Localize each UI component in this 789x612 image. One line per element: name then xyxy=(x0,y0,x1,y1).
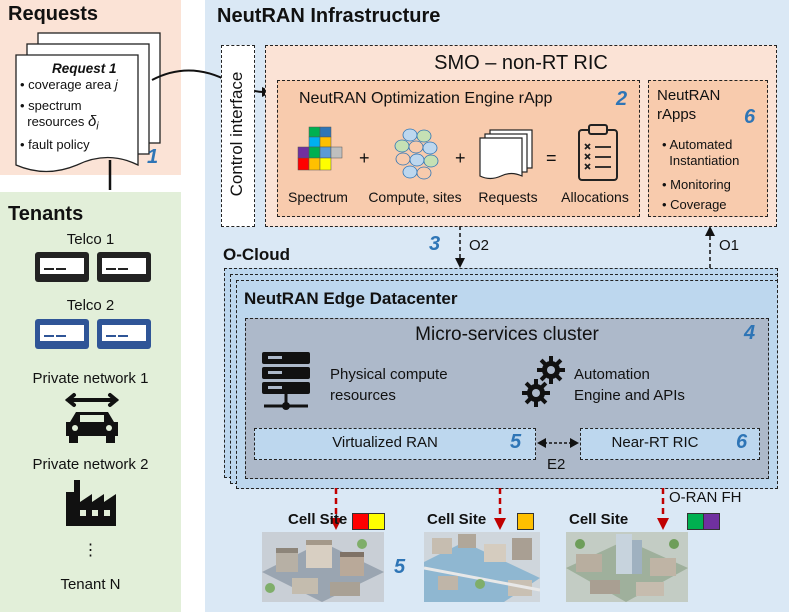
tenant-n: Tenant N xyxy=(60,576,121,593)
factory-icon xyxy=(66,480,116,526)
spectrum-block-orange xyxy=(517,513,534,530)
rapps-item-instantiation: • Automated Instantiation xyxy=(662,137,740,168)
spectrum-block-yellow xyxy=(368,513,385,530)
engine-equals: = xyxy=(546,148,557,168)
spectrum-block-red xyxy=(352,513,369,530)
cell-site-label-2: Cell Site xyxy=(427,511,487,528)
tenant-private-network-2: Private network 2 xyxy=(32,456,149,473)
spectrum-block-purple xyxy=(703,513,720,530)
o2-number: 3 xyxy=(429,233,441,255)
tenants-title: Tenants xyxy=(8,203,84,225)
clipboard-icon xyxy=(578,124,618,181)
requests-number: 1 xyxy=(147,146,159,168)
engine-plus-2: + xyxy=(455,148,466,168)
engine-plus-1: + xyxy=(359,148,370,168)
cluster-number: 4 xyxy=(744,322,756,344)
city-image-2 xyxy=(424,532,540,602)
requests-title: Requests xyxy=(8,3,99,25)
spectrum-block-green xyxy=(687,513,704,530)
cell-site-label-1: Cell Site xyxy=(288,511,348,528)
infrastructure-title: NeutRAN Infrastructure xyxy=(217,5,441,27)
cluster-title: Micro-services cluster xyxy=(415,324,599,345)
request-item-coverage: • coverage area j xyxy=(20,77,118,92)
engine-label-requests: Requests xyxy=(478,189,538,205)
tenant-ellipsis: ⋮ xyxy=(82,542,99,559)
gears-icon xyxy=(522,356,565,407)
vran-label: Virtualized RAN xyxy=(332,434,438,451)
vran-number: 5 xyxy=(510,431,522,453)
rapps-item-monitoring: • Monitoring xyxy=(662,177,731,192)
request-documents xyxy=(15,32,161,173)
engine-title: NeutRAN Optimization Engine rApp xyxy=(299,90,553,107)
nearrt-box xyxy=(580,428,760,460)
server-icon xyxy=(35,319,151,349)
fronthaul-label: O-RAN FH xyxy=(669,489,742,506)
requests-stack-icon xyxy=(479,129,533,180)
o2-label: O2 xyxy=(469,237,490,254)
vran-box xyxy=(254,428,536,460)
rapps-item-coverage: • Coverage xyxy=(662,197,727,212)
request-doc-title: Request 1 xyxy=(52,61,117,76)
tenant-private-network-1: Private network 1 xyxy=(32,370,149,387)
engine-label-compute: Compute, sites xyxy=(368,189,462,205)
city-image-1 xyxy=(262,532,384,602)
cell-number: 5 xyxy=(394,556,406,578)
rapps-number: 6 xyxy=(744,106,756,128)
control-interface-box xyxy=(221,45,255,227)
ocloud-title: O-Cloud xyxy=(223,245,291,264)
engine-label-spectrum: Spectrum xyxy=(288,189,348,205)
car-wrench-icon xyxy=(64,393,120,443)
nearrt-number: 6 xyxy=(736,431,748,453)
nearrt-label: Near-RT RIC xyxy=(611,434,699,451)
request-item-spectrum: • spectrum resources δi xyxy=(20,98,99,133)
spectrum-icon xyxy=(297,126,343,171)
engine-label-allocations: Allocations xyxy=(561,189,629,205)
e2-label: E2 xyxy=(547,456,566,473)
tenant-telco-2: Telco 2 xyxy=(66,297,115,314)
smo-title: SMO – non-RT RIC xyxy=(434,52,608,74)
cell-site-label-3: Cell Site xyxy=(569,511,629,528)
rapps-box xyxy=(648,80,768,217)
city-image-3 xyxy=(566,532,688,602)
datacenter-title: NeutRAN Edge Datacenter xyxy=(244,289,458,308)
tenant-telco-1: Telco 1 xyxy=(66,231,115,248)
physical-server-icon xyxy=(262,352,310,410)
o1-label: O1 xyxy=(719,237,740,254)
e2-arrow xyxy=(537,438,579,448)
compute-icon xyxy=(394,128,439,180)
request-item-fault: • fault policy xyxy=(20,137,90,152)
server-icon xyxy=(35,252,151,282)
engine-number: 2 xyxy=(616,88,628,110)
